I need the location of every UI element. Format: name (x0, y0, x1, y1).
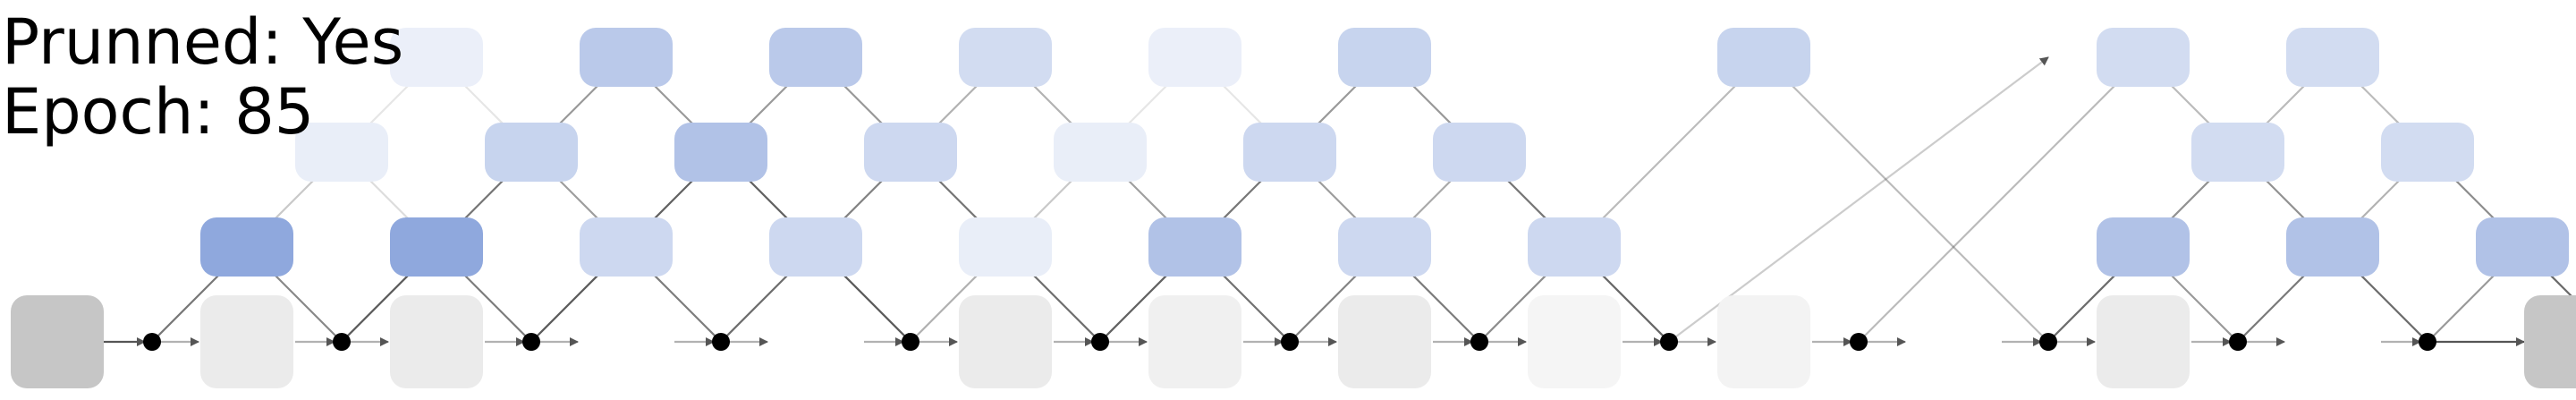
junction-dot (2039, 333, 2057, 351)
branch-edge-up (1858, 56, 2144, 343)
main-node (959, 295, 1052, 388)
branch-node (390, 28, 483, 87)
main-node (2097, 295, 2190, 388)
branch-edge-up (2047, 56, 2334, 343)
branch-node (485, 123, 578, 182)
branch-node (2097, 217, 2190, 277)
epoch-status: Epoch: 85 (2, 81, 314, 143)
branch-node (864, 123, 957, 182)
main-node (1148, 295, 1241, 388)
branch-node (390, 217, 483, 277)
branch-node (1433, 123, 1526, 182)
branch-edge-down (2142, 56, 2428, 343)
branch-edge-up (1099, 56, 1385, 343)
branch-node (2381, 123, 2474, 182)
main-node (1717, 295, 1810, 388)
branch-edge-down (1004, 56, 1291, 343)
input-node (11, 295, 104, 388)
junction-dot (1850, 333, 1868, 351)
branch-node (959, 217, 1052, 277)
branch-edge-up (910, 56, 1196, 343)
epoch-value: 85 (234, 75, 315, 149)
junction-dot (902, 333, 919, 351)
skip-edge (1668, 56, 2049, 343)
junction-dot (2419, 333, 2436, 351)
branch-node (2286, 28, 2379, 87)
junction-dot (712, 333, 730, 351)
pruned-label: Prunned: (2, 5, 303, 79)
branch-node (580, 28, 673, 87)
branch-node (580, 217, 673, 277)
junction-dot (1281, 333, 1299, 351)
branch-node (2476, 217, 2569, 277)
branch-node (1054, 123, 1147, 182)
junction-dot (522, 333, 540, 351)
branch-node (1338, 217, 1431, 277)
branch-edge-down (1194, 56, 1480, 343)
branch-node (959, 28, 1052, 87)
main-node (1338, 295, 1431, 388)
junction-dot (143, 333, 161, 351)
junction-dot (333, 333, 351, 351)
branch-node (2097, 28, 2190, 87)
junction-dot (1660, 333, 1678, 351)
node-layer (11, 28, 2576, 388)
branch-edge-down (1384, 56, 1670, 343)
main-node (200, 295, 293, 388)
branch-edge-down (1763, 56, 2049, 343)
epoch-label: Epoch: (2, 75, 235, 149)
junction-layer (143, 333, 2436, 351)
pruned-status: Prunned: Yes (2, 11, 403, 73)
branch-node (295, 123, 388, 182)
main-node (390, 295, 483, 388)
junction-dot (1470, 333, 1488, 351)
branch-edge-up (151, 56, 437, 343)
output-node (2524, 295, 2576, 388)
branch-node (2191, 123, 2284, 182)
branch-edge-down (2332, 56, 2576, 302)
branch-node (769, 28, 862, 87)
branch-node (1717, 28, 1810, 87)
branch-node (674, 123, 767, 182)
branch-node (2286, 217, 2379, 277)
branch-edge-up (341, 56, 627, 343)
main-node (1528, 295, 1621, 388)
junction-dot (1091, 333, 1109, 351)
branch-node (1528, 217, 1621, 277)
branch-node (200, 217, 293, 277)
branch-node (1338, 28, 1431, 87)
pruned-value: Yes (302, 5, 404, 79)
branch-edge-up (720, 56, 1006, 343)
branch-node (1243, 123, 1336, 182)
branch-edge-up (530, 56, 817, 343)
branch-edge-down (815, 56, 1101, 343)
branch-node (769, 217, 862, 277)
branch-node (1148, 217, 1241, 277)
branch-edge-down (436, 56, 722, 343)
branch-edge-up (1479, 56, 1765, 343)
branch-edge-down (625, 56, 911, 343)
branch-node (1148, 28, 1241, 87)
junction-dot (2229, 333, 2247, 351)
